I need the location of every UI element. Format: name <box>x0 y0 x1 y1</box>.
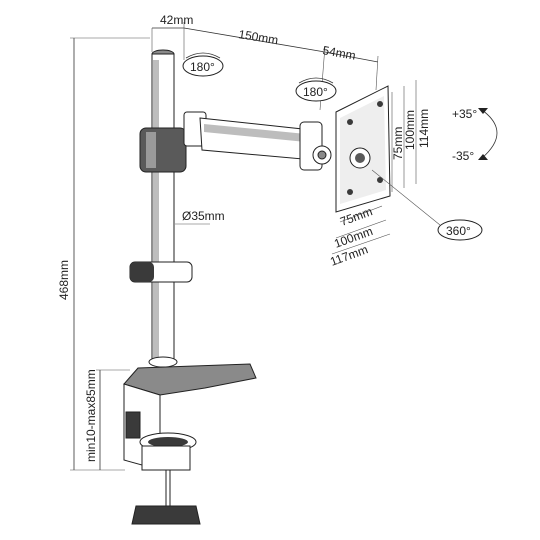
height-dimension-line <box>70 37 150 471</box>
dim-pole-offset: 42mm <box>160 13 193 27</box>
arm-swivel-badge <box>182 52 224 77</box>
pole <box>151 49 175 365</box>
head-swivel-badge <box>295 77 337 102</box>
tilt-arc <box>478 108 498 160</box>
dim-pole-diameter: Ø35mm <box>182 209 225 223</box>
vesa-plate <box>335 85 391 213</box>
rotate-label: 360° <box>446 224 471 238</box>
vesa-horizontal-dimension-lines <box>331 205 391 255</box>
vesa-vertical-dimension-lines <box>391 80 417 192</box>
desk-base <box>123 356 257 396</box>
arm <box>199 117 332 171</box>
arm-swivel-label: 180° <box>190 60 215 74</box>
arm-collar <box>139 111 207 173</box>
dim-clamp-range: min10-max85mm <box>84 369 98 462</box>
dim-vesa-h-100: 100mm <box>403 110 417 150</box>
head-swivel-label: 180° <box>303 85 328 99</box>
top-dimension-lines <box>151 22 379 111</box>
dim-arm-length: 150mm <box>238 27 280 47</box>
clamp-range-dimension-line <box>96 369 130 470</box>
dim-total-height: 468mm <box>57 260 71 300</box>
dim-vesa-h-75: 75mm <box>391 127 405 160</box>
desk-clamp <box>123 383 201 525</box>
dim-head-offset: 54mm <box>321 43 356 63</box>
dim-plate-h: 114mm <box>417 109 431 148</box>
cable-clip <box>129 261 193 283</box>
tilt-up-label: +35° <box>452 107 477 121</box>
tilt-down-label: -35° <box>452 149 474 163</box>
rotate-badge <box>371 169 483 241</box>
